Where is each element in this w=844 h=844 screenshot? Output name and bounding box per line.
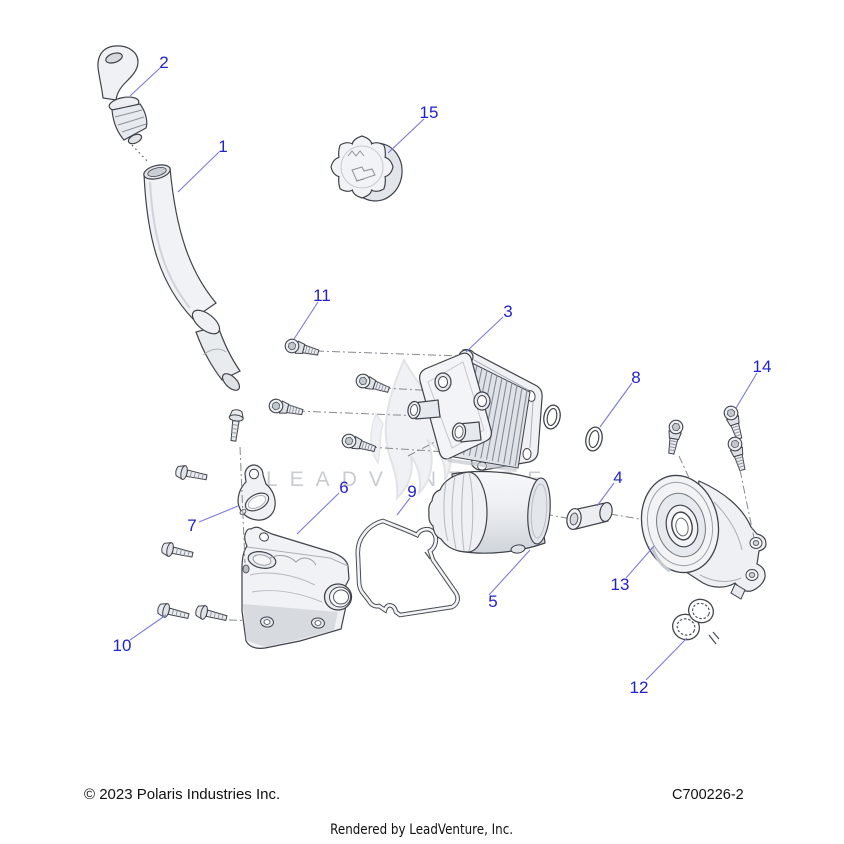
callout-1: 1 [218, 137, 227, 156]
callout-leader-3 [465, 316, 504, 353]
callout-12: 12 [630, 678, 649, 697]
callout-7: 7 [187, 516, 196, 535]
callout-leader-6 [296, 492, 340, 535]
callout-11: 11 [313, 286, 331, 305]
part-8-o-ring [585, 426, 603, 452]
callout-14: 14 [753, 357, 772, 376]
part-15-oil-fill-cap [330, 135, 403, 202]
diagram-code: C700226-2 [672, 787, 744, 803]
dipstick-dotted-line [131, 144, 150, 164]
part-6-cover [241, 526, 353, 649]
part-2-dipstick-handle [97, 45, 148, 145]
part-5-oil-filter [428, 470, 551, 554]
callout-leader-2 [129, 67, 161, 97]
callout-leader-13 [625, 545, 655, 579]
socket-bolt-icon [726, 435, 750, 473]
callout-leader-4 [596, 482, 615, 507]
flange-bolt-icon [174, 463, 209, 485]
rendered-by-line: Rendered by LeadVenture, Inc. [0, 821, 844, 839]
flange-bolt-icon [159, 540, 195, 563]
part-7-bracket-gasket [237, 464, 276, 521]
socket-bolt-icon [283, 337, 321, 360]
callout-3: 3 [503, 302, 512, 321]
callout-leader-10 [129, 614, 167, 641]
callout-2: 2 [159, 53, 168, 72]
part-12-clip-gasket [672, 598, 720, 645]
part-9-gasket [355, 518, 460, 618]
callout-15: 15 [420, 103, 439, 122]
flange-bolt-icon [193, 603, 229, 626]
flange-bolt-icon [155, 601, 191, 624]
socket-bolt-icon [721, 403, 747, 442]
callout-leader-7 [198, 505, 239, 523]
callout-leader-14 [735, 372, 758, 409]
part-14-bolts [664, 403, 750, 473]
callout-leader-8 [599, 382, 633, 428]
part-4-spacer-fitting [566, 501, 613, 531]
part-13-filter-housing [640, 474, 767, 600]
callout-leader-5 [488, 549, 531, 596]
copyright-text: © 2023 Polaris Industries Inc. [84, 786, 281, 803]
assembly-axis-lines-front [239, 446, 755, 564]
callout-9: 9 [407, 482, 416, 501]
callout-13: 13 [611, 575, 630, 594]
socket-bolt-icon [353, 371, 392, 397]
flange-bolt-icon [225, 408, 245, 443]
callout-leader-15 [387, 118, 425, 154]
part-1-dipstick-tube [143, 164, 241, 391]
callout-leader-11 [293, 301, 319, 340]
part-10-bolts [155, 408, 245, 626]
callout-4: 4 [613, 468, 622, 487]
callout-6: 6 [339, 478, 348, 497]
socket-bolt-icon [664, 418, 685, 456]
part-3-oil-cooler [407, 348, 543, 472]
socket-bolt-icon [267, 397, 305, 420]
callout-8: 8 [631, 368, 640, 387]
callout-5: 5 [488, 592, 497, 611]
callout-leader-12 [645, 637, 688, 681]
callout-leader-9 [396, 497, 411, 516]
callout-leader-1 [177, 151, 220, 193]
callout-10: 10 [113, 636, 132, 655]
rendered-by-text: Rendered by LeadVenture, Inc. [330, 822, 514, 838]
cooler-o-ring [543, 404, 561, 430]
watermark-flame-icon [370, 357, 453, 501]
